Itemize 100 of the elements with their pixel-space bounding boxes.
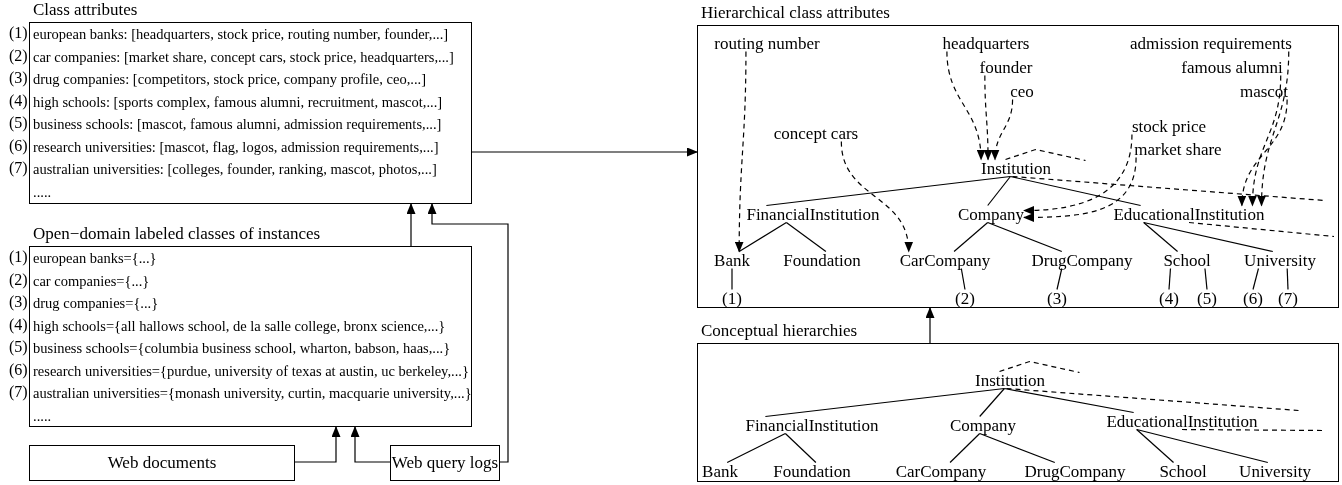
row-number: (5) xyxy=(9,338,28,356)
connector-line xyxy=(1143,221,1179,253)
connector-line xyxy=(1168,267,1172,291)
row-number: (4) xyxy=(9,315,28,334)
arrow xyxy=(471,147,698,157)
text-line: drug companies: [competitors, stock price, company profile, ceo,...] xyxy=(33,70,426,88)
connector-line xyxy=(1136,428,1269,464)
connector-line xyxy=(765,175,1011,207)
connector-line xyxy=(1136,428,1175,464)
text-line: high schools={all hallows school, de la salle college, bronx science,...} xyxy=(33,316,446,335)
row-number: (5) xyxy=(9,114,28,132)
text-line: car companies: [market share, concept cars, stock price, headquarters,...] xyxy=(33,47,454,66)
class-label: FinancialInstitution xyxy=(746,205,880,223)
source-box: Web query logs xyxy=(390,445,500,481)
class-label: Company xyxy=(949,416,1017,434)
connector-line xyxy=(764,387,1005,418)
connector-line xyxy=(1003,387,1135,414)
class-label: CarCompany xyxy=(895,462,987,480)
connector-line xyxy=(738,221,787,253)
dashed-arrow xyxy=(983,74,993,161)
row-number: (4) xyxy=(9,91,28,110)
dashed-arrow xyxy=(991,98,1014,161)
connector-line xyxy=(726,432,786,464)
index-number: (2) xyxy=(955,289,975,307)
arrow xyxy=(294,426,341,463)
index-number: (3) xyxy=(1047,289,1067,307)
text-line: research universities: [mascot, flag, logos, admission requirements,...] xyxy=(33,137,439,156)
text-line: business schools: [mascot, famous alumni, admission requirements,...] xyxy=(33,115,442,133)
text-line: drug companies={...} xyxy=(33,294,159,312)
class-label: University xyxy=(1239,462,1311,480)
attribute-label: headquarters xyxy=(942,34,1030,52)
dashed-line xyxy=(1181,428,1323,432)
connector-line xyxy=(1056,267,1063,291)
row-number: (1) xyxy=(9,24,28,42)
attribute-label: mascot xyxy=(1239,82,1289,100)
dashed-line xyxy=(998,360,1081,374)
connector-line xyxy=(1252,267,1260,291)
text-line: high schools: [sports complex, famous alumni, recruitment, mascot,...] xyxy=(33,92,443,111)
connector-line xyxy=(784,432,817,464)
index-number: (5) xyxy=(1197,289,1217,307)
index-number: (7) xyxy=(1278,289,1298,307)
row-number: (6) xyxy=(9,360,28,379)
connector-line xyxy=(979,432,1056,464)
connector-line xyxy=(949,432,981,464)
text-line: car companies={...} xyxy=(33,271,150,290)
row-number: (6) xyxy=(9,136,28,155)
panel-title: Hierarchical class attributes xyxy=(701,4,890,22)
arrow xyxy=(350,426,391,463)
text-line: australian universities={monash university, curtin, macquarie university,...} xyxy=(33,384,472,402)
class-label: EducationalInstitution xyxy=(1113,205,1265,223)
text-line: australian universities: [colleges, founder, ranking, mascot, photos,...] xyxy=(33,160,437,178)
row-number: (3) xyxy=(9,293,28,311)
attribute-label: concept cars xyxy=(773,124,859,142)
connector-line xyxy=(731,267,733,291)
text-line: business schools={columbia business school, wharton, babson, haas,...} xyxy=(33,339,451,357)
class-label: Institution xyxy=(981,159,1051,177)
arrow xyxy=(406,203,416,247)
row-number: (7) xyxy=(9,159,28,177)
arrow xyxy=(925,307,935,344)
class-label: Bank xyxy=(702,462,738,480)
connector-line xyxy=(1204,267,1208,291)
attribute-label: founder xyxy=(979,58,1033,76)
class-label: DrugCompany xyxy=(1031,251,1133,269)
dashed-arrow xyxy=(1257,50,1290,207)
class-label: Institution xyxy=(975,371,1045,389)
attribute-label: routing number xyxy=(714,34,820,52)
connector-line xyxy=(1009,175,1142,207)
attribute-label: ceo xyxy=(1010,82,1034,100)
dashed-arrow xyxy=(1248,74,1282,207)
row-number: (1) xyxy=(9,248,28,266)
source-box: Web documents xyxy=(29,445,295,481)
connector-line xyxy=(785,221,827,253)
dashed-line xyxy=(1188,221,1335,238)
panel-title: Class attributes xyxy=(33,1,138,19)
class-label: FinancialInstitution xyxy=(745,416,879,434)
dashed-line xyxy=(1011,175,1326,202)
class-label: University xyxy=(1244,251,1316,269)
row-number: (3) xyxy=(9,69,28,87)
class-label: EducationalInstitution xyxy=(1106,412,1258,430)
connector-line xyxy=(960,267,966,291)
attribute-label: market share xyxy=(1134,140,1222,158)
connector-line xyxy=(987,175,1011,207)
class-label: Foundation xyxy=(783,251,861,269)
attribute-label: stock price xyxy=(1131,117,1207,135)
class-label: School xyxy=(1159,462,1207,480)
row-number: (7) xyxy=(9,383,28,401)
class-label: School xyxy=(1163,251,1211,269)
dashed-arrow xyxy=(1023,156,1137,222)
class-label: DrugCompany xyxy=(1024,462,1126,480)
dashed-arrow xyxy=(734,50,747,253)
panel-title: Open−domain labeled classes of instances xyxy=(33,225,321,243)
index-number: (4) xyxy=(1159,289,1179,307)
text-line: ..... xyxy=(33,182,52,201)
connector-line xyxy=(953,221,989,253)
connector-line xyxy=(979,387,1005,418)
index-number: (1) xyxy=(722,289,742,307)
text-line: european banks: [headquarters, stock price, routing number, founder,...] xyxy=(33,25,449,43)
index-number: (6) xyxy=(1243,289,1263,307)
connector-line xyxy=(1286,267,1289,291)
arrow xyxy=(427,203,509,463)
